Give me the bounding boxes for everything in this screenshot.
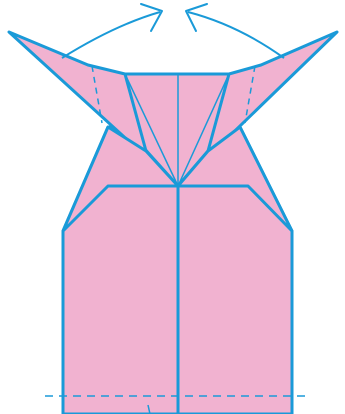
left-curved-arrow-icon	[62, 4, 162, 58]
right-curved-arrow-icon	[186, 4, 284, 58]
